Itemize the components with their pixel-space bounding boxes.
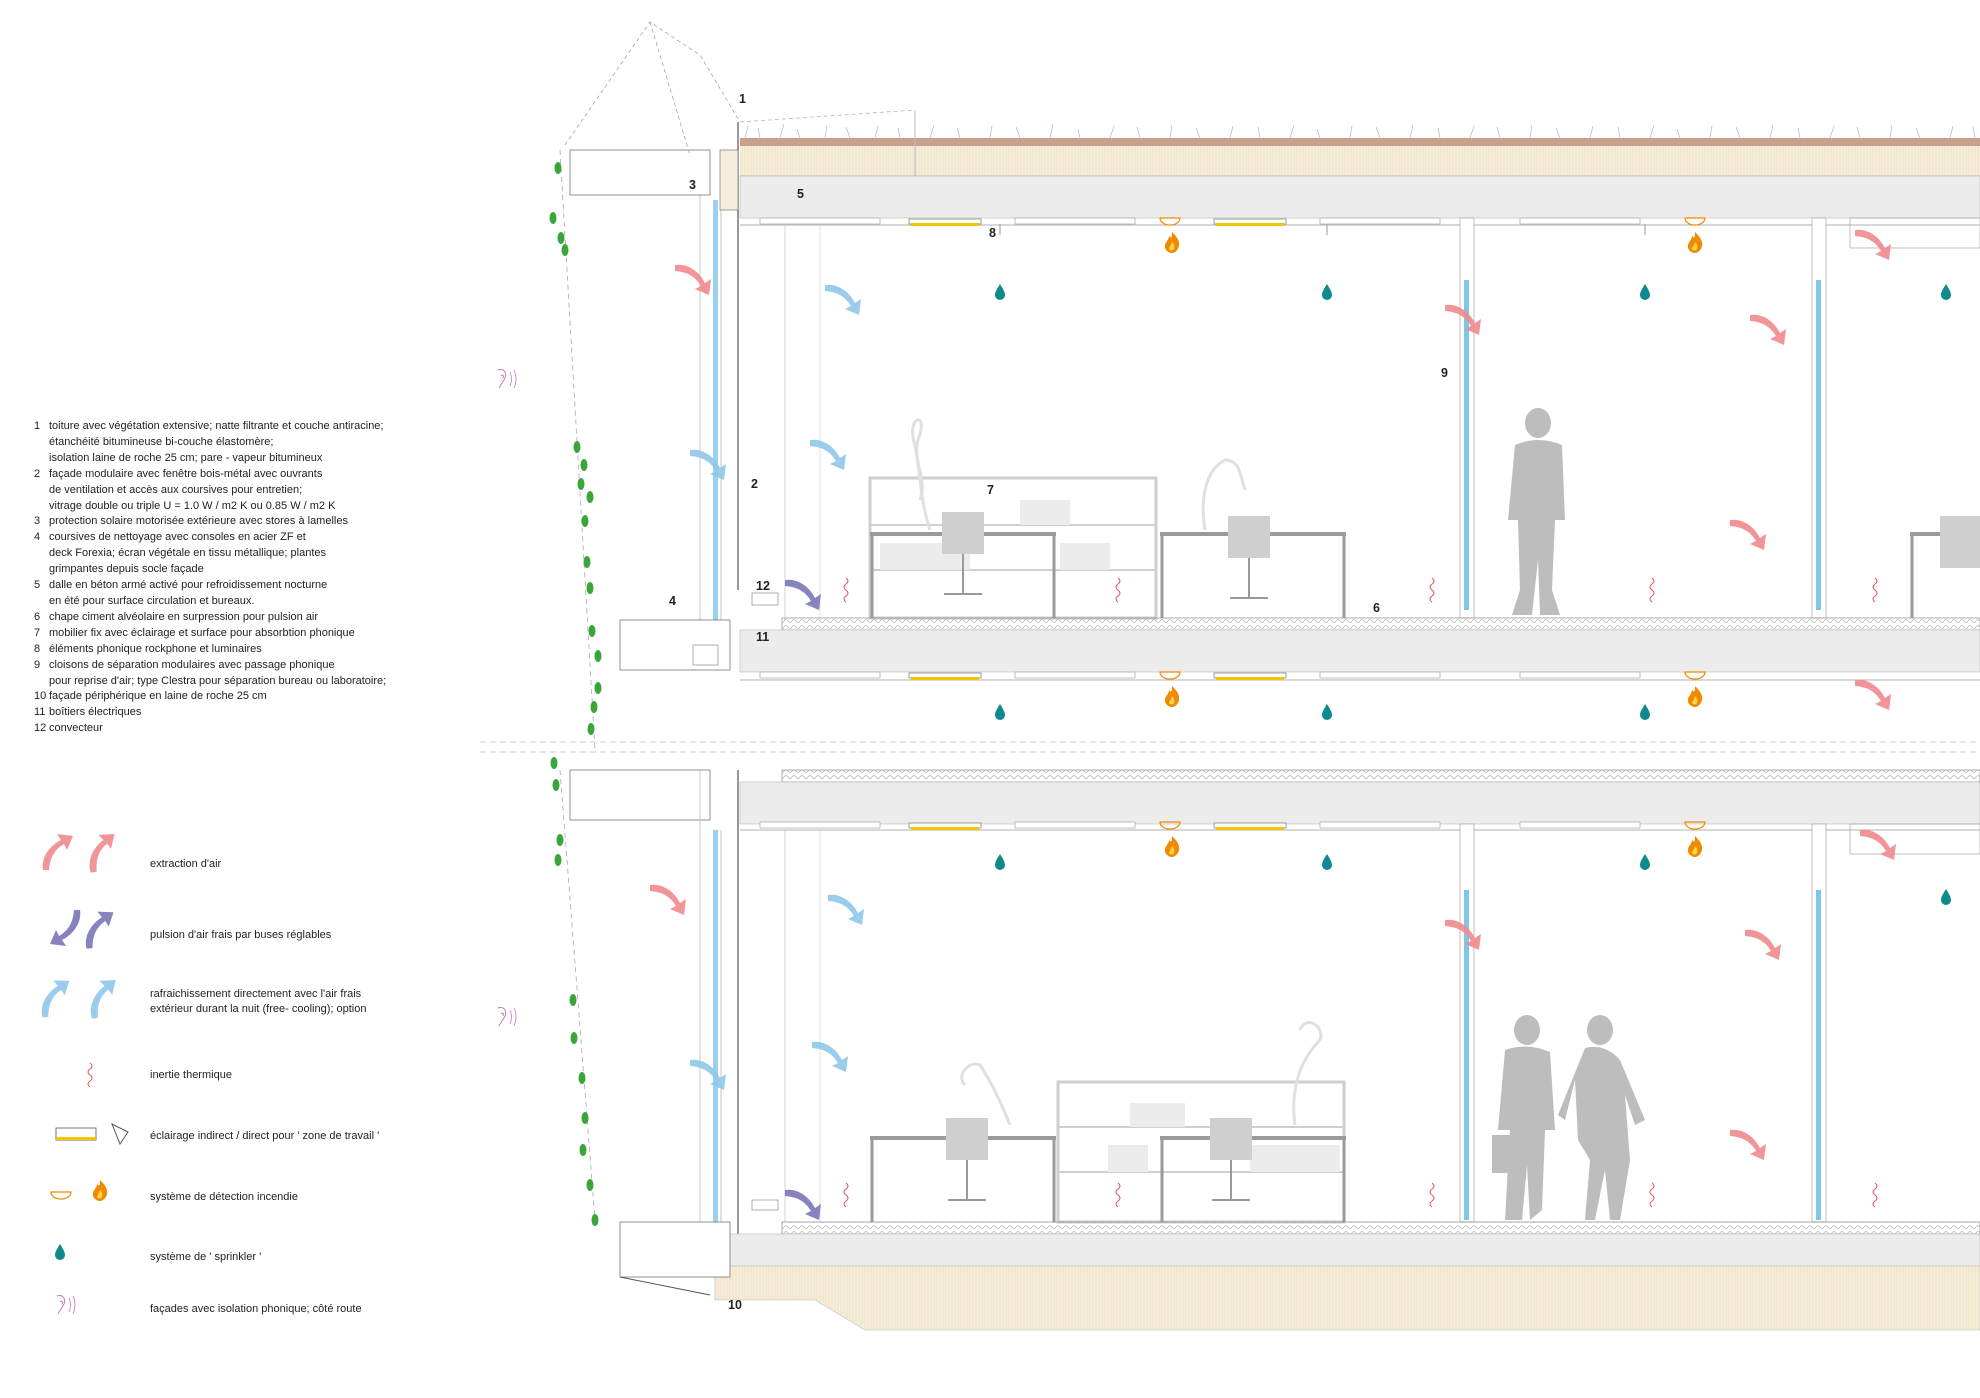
callout-1: 1: [739, 92, 746, 106]
legend-icons: [39, 832, 129, 1315]
roof-grass: [744, 123, 1976, 139]
legend-acoustic-label: façades avec isolation phonique; côté ro…: [150, 1303, 362, 1315]
person-upper: [1508, 408, 1565, 615]
roof-insulation: [740, 146, 1980, 176]
callout-10: 10: [728, 1298, 742, 1312]
callout-6: 6: [1373, 601, 1380, 615]
facade-lower: [699, 770, 821, 1290]
sun-shade-box: [569, 149, 711, 196]
callout-4: 4: [669, 594, 676, 608]
legend-thermal-label: inertie thermique: [150, 1069, 232, 1081]
callout-12: 12: [756, 579, 770, 593]
legend-item: 7 mobilier fix avec éclairage et surface…: [34, 626, 355, 639]
callout-11: 11: [756, 630, 770, 644]
legend-extraction-label: extraction d'air: [150, 858, 222, 870]
legend-fire-label: système de détection incendie: [150, 1191, 298, 1203]
partitions-upper: [1459, 217, 1827, 619]
roof-slab: [739, 175, 1980, 219]
lower-section: [559, 769, 1980, 1331]
callout-7: 7: [987, 483, 994, 497]
legend-item: 5 dalle en béton armé activé pour refroi…: [34, 579, 328, 607]
callout-8: 8: [989, 226, 996, 240]
callout-2: 2: [751, 477, 758, 491]
legend-item: 2 façade modulaire avec fenêtre bois-mét…: [34, 467, 336, 512]
roof-membrane: [740, 138, 1980, 146]
climbing-plants: [549, 162, 602, 1226]
upper-section: [559, 21, 1980, 751]
callout-3: 3: [689, 178, 696, 192]
partitions-lower: [1459, 823, 1827, 1223]
persons-lower: [1492, 1015, 1645, 1220]
legend-item: 3 protection solaire motorisée extérieur…: [34, 515, 348, 528]
legend-cooling-label: rafraichissement directement avec l'air …: [150, 988, 367, 1015]
ground-insulation: [714, 1265, 1980, 1331]
legend-sprinkler-label: système de ' sprinkler ': [150, 1251, 262, 1263]
convector: [751, 592, 779, 606]
callout-9: 9: [1441, 366, 1448, 380]
legend-pulsion-label: pulsion d'air frais par buses réglables: [150, 929, 332, 941]
facade-upper: [569, 122, 821, 620]
legend-lighting-label: éclairage indirect / direct pour ' zone …: [150, 1130, 380, 1142]
screed-upper: [781, 617, 1980, 631]
lighting-icon: [55, 1122, 129, 1146]
callout-5: 5: [797, 187, 804, 201]
